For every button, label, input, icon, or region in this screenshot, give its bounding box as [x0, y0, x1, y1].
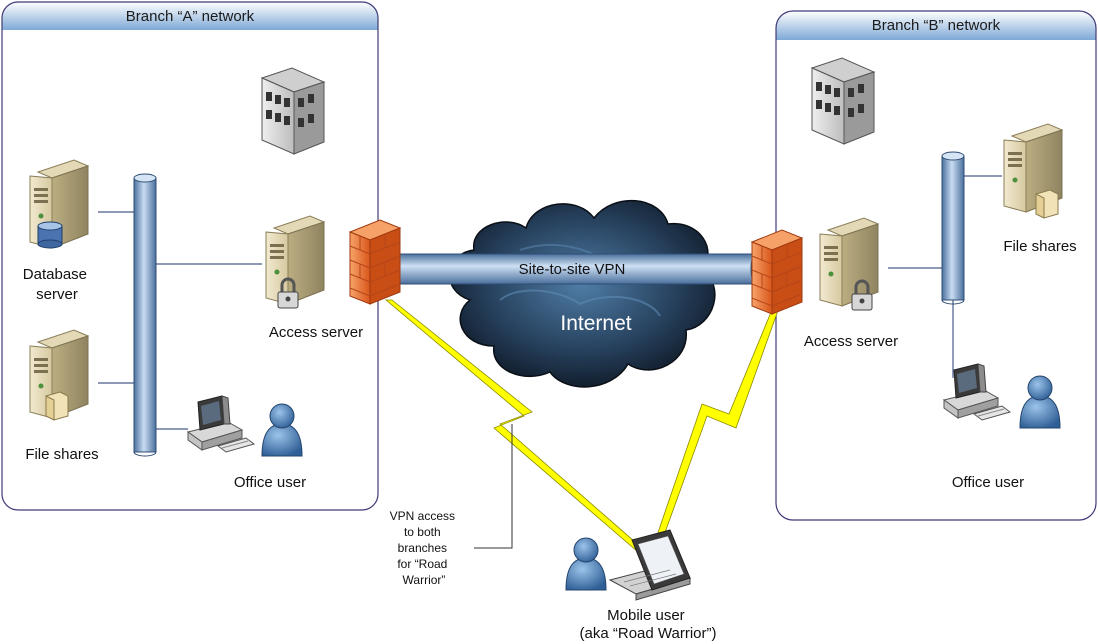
vpn-tunnel-label: Site-to-site VPN — [519, 261, 626, 278]
branch-a-backbone — [133, 173, 157, 457]
vpn-tunnel — [387, 253, 762, 285]
mobile-user-icon — [565, 537, 607, 591]
vpn-note-callout-line — [474, 424, 513, 549]
branch-b-workstation-icon — [943, 363, 1011, 421]
branch-a-office-user-label: Office user — [234, 474, 306, 491]
branch-b-building-icon — [811, 57, 875, 145]
branch-b-backbone — [941, 151, 965, 305]
vpn-note-text: VPN access to both branches for “Road Wa… — [390, 509, 459, 587]
branch-a-access-server-icon — [265, 215, 325, 310]
mobile-user-label: Mobile user (aka “Road Warrior”) — [580, 607, 717, 642]
branch-b-firewall-icon — [751, 229, 803, 315]
branch-a-links — [98, 211, 262, 430]
branch-a-folder-icon — [45, 391, 69, 421]
branch-a-workstation-icon — [187, 395, 255, 453]
branch-b-title: Branch “B” network — [872, 17, 1001, 34]
branch-b-header — [776, 11, 1096, 40]
database-server-icon — [29, 159, 89, 249]
branch-a-file-server-icon — [29, 329, 89, 421]
branch-a-building-icon — [261, 67, 325, 155]
branch-a-header — [2, 2, 378, 30]
branch-b-access-server-icon — [819, 217, 879, 312]
branch-a-firewall-icon — [349, 219, 401, 305]
branch-b-links — [888, 175, 1002, 378]
database-cylinder-icon — [37, 221, 63, 249]
branch-b-access-server-label: Access server — [804, 333, 898, 350]
branch-a-title: Branch “A” network — [126, 8, 255, 25]
branch-b-office-user-label: Office user — [952, 474, 1024, 491]
branch-a-user-icon — [261, 403, 303, 457]
branch-a-access-server-label: Access server — [269, 324, 363, 341]
internet-cloud-icon — [448, 199, 716, 388]
branch-b-folder-icon — [1035, 189, 1059, 219]
database-server-label: Database server — [23, 266, 91, 303]
branch-b-file-server-icon — [1003, 123, 1063, 219]
branch-b-file-shares-label: File shares — [1003, 238, 1076, 255]
laptop-icon — [608, 529, 692, 601]
branch-a-file-shares-label: File shares — [25, 446, 98, 463]
internet-label: Internet — [560, 312, 631, 335]
branch-b-user-icon — [1019, 375, 1061, 429]
